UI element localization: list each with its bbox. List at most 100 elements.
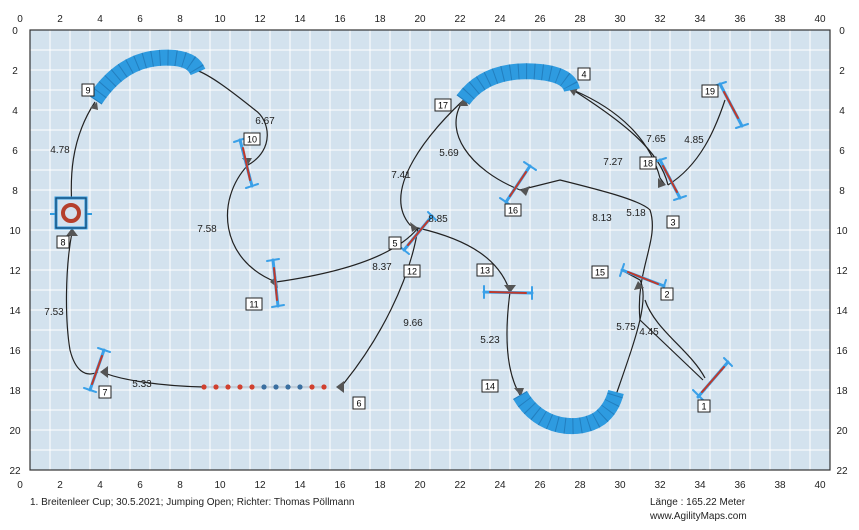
distance-label: 7.65	[646, 134, 666, 145]
svg-text:7: 7	[102, 388, 107, 398]
x-tick-label: 24	[494, 14, 506, 25]
x-tick-label: 8	[177, 480, 183, 491]
obstacle-label-11: 11	[245, 297, 263, 311]
svg-text:8: 8	[60, 238, 65, 248]
x-tick-label: 26	[534, 480, 546, 491]
x-tick-label: 34	[694, 14, 706, 25]
finish-marker	[309, 384, 315, 390]
x-tick-label: 22	[454, 14, 466, 25]
website-credit: www.AgilityMaps.com	[650, 511, 747, 522]
distance-label: 6.67	[255, 116, 275, 127]
x-tick-label: 38	[774, 14, 786, 25]
y-tick-label: 2	[839, 66, 845, 77]
y-tick-label: 14	[9, 306, 21, 317]
svg-text:9: 9	[85, 86, 90, 96]
x-tick-label: 30	[614, 14, 626, 25]
distance-label: 7.27	[603, 157, 623, 168]
x-tick-label: 20	[414, 14, 426, 25]
y-tick-label: 8	[12, 186, 18, 197]
y-tick-label: 8	[839, 186, 845, 197]
arrow	[634, 281, 644, 290]
x-tick-label: 38	[774, 480, 786, 491]
x-tick-label: 22	[454, 480, 466, 491]
svg-text:5: 5	[392, 239, 397, 249]
x-tick-label: 40	[814, 14, 826, 25]
svg-text:3: 3	[670, 218, 675, 228]
x-tick-label: 40	[814, 480, 826, 491]
x-tick-label: 12	[254, 14, 266, 25]
x-tick-label: 6	[137, 480, 143, 491]
jump-10	[238, 138, 254, 188]
svg-text:2: 2	[664, 290, 669, 300]
path-segment	[572, 89, 666, 186]
y-tick-label: 6	[12, 146, 18, 157]
path-segment	[65, 231, 99, 375]
x-tick-label: 14	[294, 480, 306, 491]
obstacle-label-8: 8	[56, 235, 70, 249]
obstacle-label-1: 1	[697, 399, 711, 413]
finish-marker	[261, 384, 267, 390]
svg-text:6: 6	[356, 399, 361, 409]
y-tick-label: 4	[839, 106, 845, 117]
distance-label: 7.41	[391, 170, 411, 181]
field-frame	[29, 29, 831, 471]
obstacle-label-15: 15	[591, 265, 609, 279]
x-tick-label: 26	[534, 14, 546, 25]
svg-text:16: 16	[508, 206, 518, 216]
svg-text:12: 12	[407, 267, 417, 277]
distance-label: 7.58	[197, 224, 217, 235]
x-tick-label: 28	[574, 14, 586, 25]
y-tick-label: 20	[9, 426, 21, 437]
tunnel-9	[88, 49, 206, 105]
x-tick-label: 32	[654, 14, 666, 25]
finish-marker	[321, 384, 327, 390]
y-tick-label: 18	[836, 386, 848, 397]
svg-text:11: 11	[249, 300, 258, 310]
arrow	[100, 366, 108, 378]
x-tick-label: 2	[57, 14, 63, 25]
x-tick-label: 10	[214, 14, 226, 25]
finish-marker	[225, 384, 231, 390]
path-segment	[400, 95, 469, 229]
distance-label: 5.23	[480, 335, 500, 346]
tyre-8	[50, 196, 92, 230]
distance-label: 7.53	[44, 307, 64, 318]
jump-2	[620, 268, 666, 288]
x-tick-label: 34	[694, 480, 706, 491]
svg-text:4: 4	[581, 70, 586, 80]
x-tick-label: 36	[734, 14, 746, 25]
obstacle-label-10: 10	[243, 132, 261, 146]
svg-text:13: 13	[480, 266, 490, 276]
finish-marker	[237, 384, 243, 390]
x-tick-label: 18	[374, 14, 386, 25]
x-tick-label: 10	[214, 480, 226, 491]
path-segment	[275, 227, 419, 283]
finish-marker	[213, 384, 219, 390]
y-tick-label: 0	[12, 26, 18, 37]
y-tick-label: 22	[836, 466, 848, 477]
course-path	[65, 69, 726, 396]
obstacle-label-18: 18	[639, 156, 657, 170]
x-tick-label: 2	[57, 480, 63, 491]
x-tick-label: 16	[334, 14, 346, 25]
path-segment	[644, 299, 706, 379]
x-tick-label: 0	[17, 14, 23, 25]
finish-marker	[297, 384, 303, 390]
x-tick-label: 20	[414, 480, 426, 491]
distance-label: 8.85	[428, 214, 448, 225]
arrow	[514, 388, 524, 396]
distance-label: 4.78	[50, 145, 70, 156]
svg-text:1: 1	[701, 402, 706, 412]
obstacle-label-13: 13	[476, 263, 494, 277]
x-tick-label: 28	[574, 480, 586, 491]
finish-marker	[201, 384, 207, 390]
path-segment	[195, 69, 268, 166]
distance-label: 4.45	[639, 327, 659, 338]
arrow	[520, 186, 530, 196]
obstacle-label-17: 17	[434, 98, 452, 112]
obstacle-label-9: 9	[81, 83, 95, 97]
svg-text:18: 18	[643, 159, 653, 169]
y-tick-label: 0	[839, 26, 845, 37]
distance-label: 4.85	[684, 135, 704, 146]
x-tick-label: 4	[97, 480, 103, 491]
